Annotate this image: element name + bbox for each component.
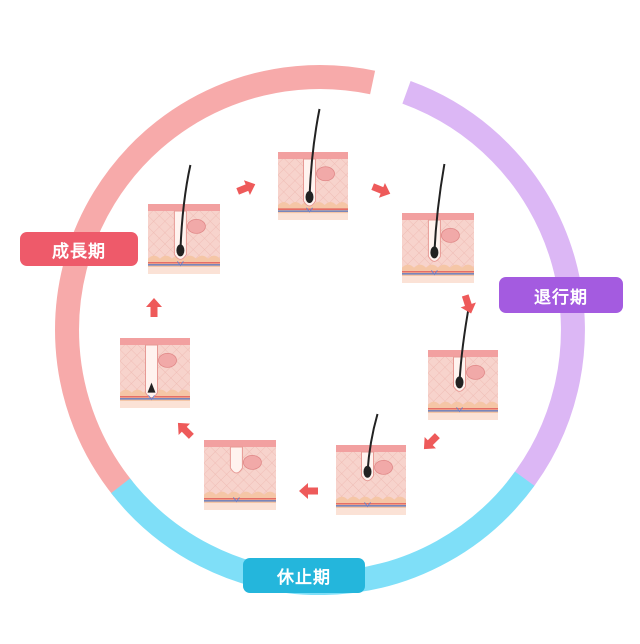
regression-phase-ring — [402, 81, 585, 497]
growth-phase-ring — [55, 64, 376, 497]
arrow-icon — [177, 422, 194, 439]
skin-tile-2 — [145, 164, 220, 274]
skin-tile-5 — [425, 302, 498, 420]
arrow-icon — [423, 433, 440, 450]
rest-phase-label: 休止期 — [243, 558, 365, 593]
skin-tile-1 — [117, 338, 190, 408]
arrow-icon — [299, 483, 318, 499]
skin-tile-3 — [275, 108, 348, 220]
arrow-icon — [236, 180, 256, 196]
skin-tile-7 — [201, 440, 276, 510]
skin-tile-4 — [399, 163, 474, 283]
regression-phase-label: 退行期 — [499, 277, 623, 313]
arrow-icon — [371, 182, 391, 198]
arrow-icon — [146, 298, 162, 317]
arrow-icon — [460, 294, 476, 314]
skin-tile-6 — [333, 413, 406, 515]
growth-phase-label: 成長期 — [20, 232, 138, 266]
